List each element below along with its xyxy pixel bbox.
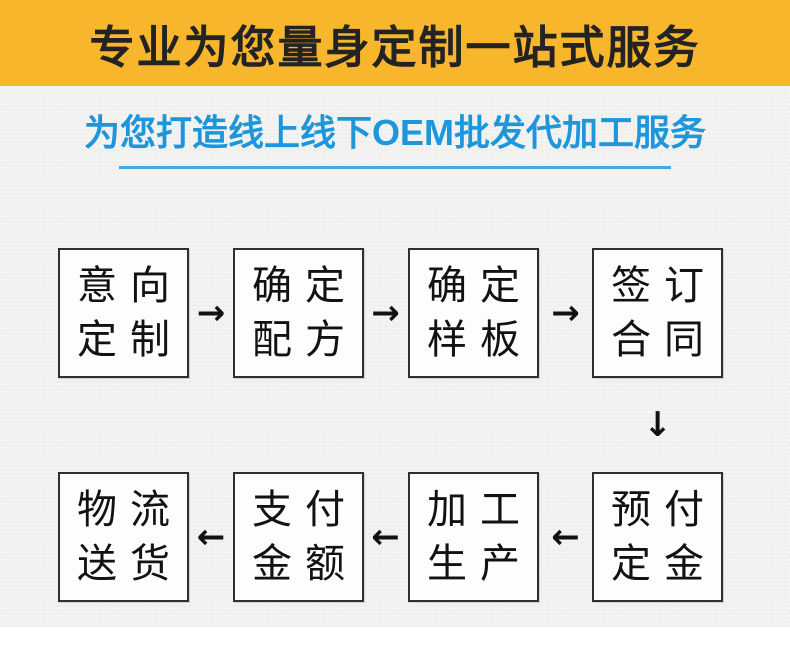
- flow-step-intent-customize: 意向 定制: [58, 248, 189, 378]
- arrow-left-icon: ←: [196, 517, 226, 557]
- flow-step-label: 确定: [252, 264, 358, 308]
- flow-step-label: 预付: [611, 488, 717, 532]
- flow-step-confirm-formula: 确定 配方: [233, 248, 364, 378]
- banner-title: 专业为您量身定制一站式服务: [89, 21, 701, 73]
- arrow-left-icon: ←: [551, 517, 580, 557]
- flow-step-label: 加工: [427, 488, 533, 532]
- banner: 专业为您量身定制一站式服务: [0, 0, 790, 86]
- arrow-left-icon: ←: [371, 517, 400, 557]
- flow-step-label: 物流: [77, 488, 183, 532]
- flow-step-label: 生产: [427, 542, 533, 586]
- flow-step-label: 送货: [77, 542, 183, 586]
- arrow-right-icon: →: [196, 293, 226, 333]
- flow-step-label: 样板: [427, 318, 533, 362]
- flow-step-logistics-delivery: 物流 送货: [58, 472, 189, 602]
- flow-step-pay-amount: 支付 金额: [233, 472, 364, 602]
- flow-step-label: 配方: [252, 318, 358, 362]
- flow-step-label: 定金: [611, 542, 717, 586]
- flow-step-label: 确定: [427, 264, 533, 308]
- flow-step-prepay-deposit: 预付 定金: [592, 472, 723, 602]
- flow-step-confirm-sample: 确定 样板: [408, 248, 539, 378]
- arrow-right-icon: →: [371, 293, 400, 333]
- subtitle-title: 为您打造线上线下OEM批发代加工服务: [83, 112, 706, 153]
- flow-step-processing-production: 加工 生产: [408, 472, 539, 602]
- subtitle-underline: [119, 166, 671, 169]
- flow-step-sign-contract: 签订 合同: [592, 248, 723, 378]
- flow-step-label: 签订: [611, 264, 717, 308]
- arrow-right-icon: →: [551, 293, 580, 333]
- flow-step-label: 支付: [252, 488, 358, 532]
- flow-step-label: 金额: [252, 542, 358, 586]
- flow-step-label: 意向: [77, 264, 183, 308]
- flow-step-label: 定制: [77, 318, 183, 362]
- arrow-down-icon: ↓: [643, 405, 672, 445]
- flow-step-label: 合同: [611, 318, 717, 362]
- subtitle-section: 为您打造线上线下OEM批发代加工服务: [0, 108, 790, 169]
